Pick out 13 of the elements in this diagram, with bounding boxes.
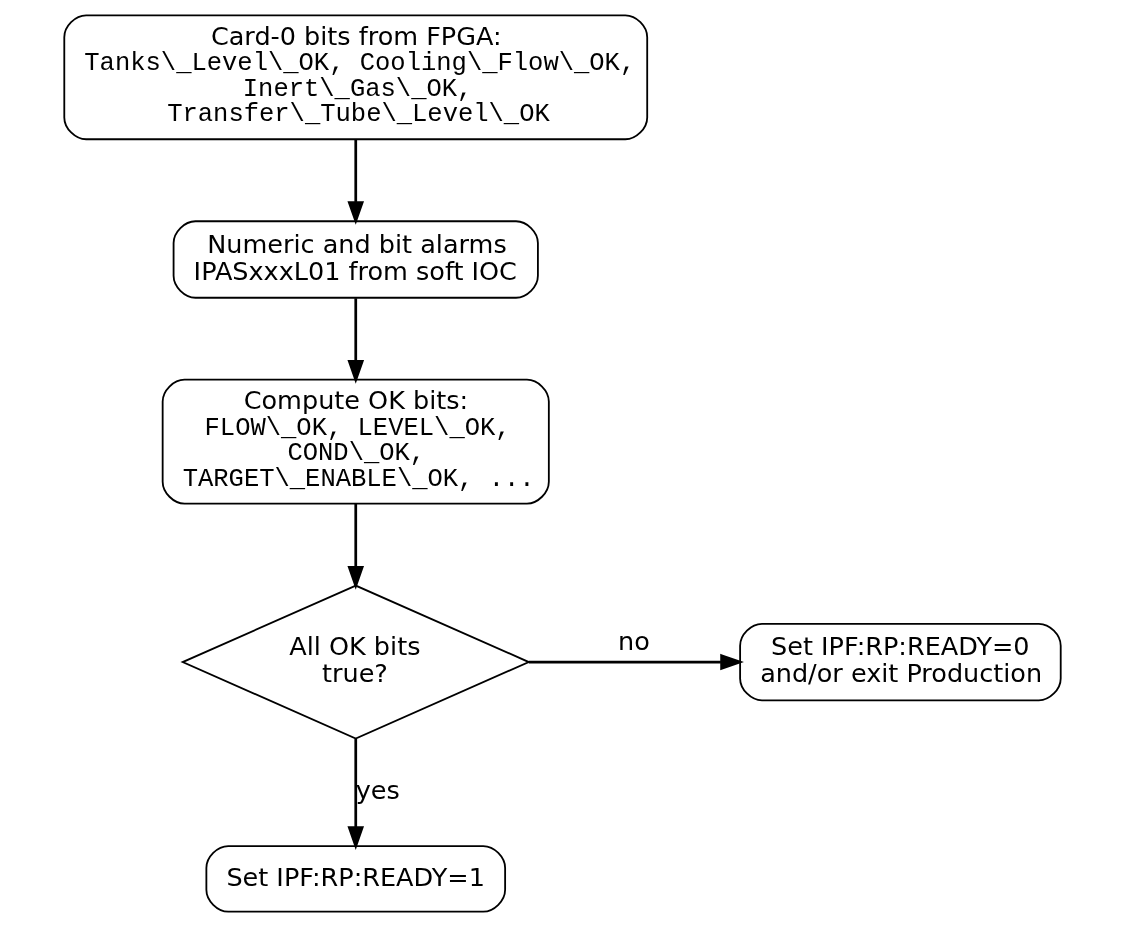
arrow bbox=[346, 139, 364, 225]
arrow bbox=[528, 653, 744, 671]
node-box: Set IPF:RP:READY=0 and/or exit Production bbox=[738, 622, 1062, 702]
node-box: Compute OK bits: FLOW\_OK, LEVEL\_OK, COND\_OK, TARGET\_ENABLE\_OK, ... bbox=[161, 378, 550, 505]
edge-label: no bbox=[617, 625, 650, 656]
arrow bbox=[346, 739, 364, 850]
edge-label: yes bbox=[355, 775, 400, 806]
arrow bbox=[346, 503, 364, 590]
node-box: Set IPF:RP:READY=1 bbox=[204, 845, 506, 913]
node-diamond: All OK bits true? bbox=[179, 584, 531, 740]
node-box: Numeric and bit alarms IPASxxxL01 from soft IOC bbox=[172, 220, 539, 299]
node-box: Card-0 bits from FPGA: Tanks\_Level\_OK, Cooling\_Flow\_OK, Inert\_Gas\_OK, Transfer\_Tube\_Level\_OK bbox=[62, 14, 648, 141]
arrow bbox=[346, 298, 364, 384]
